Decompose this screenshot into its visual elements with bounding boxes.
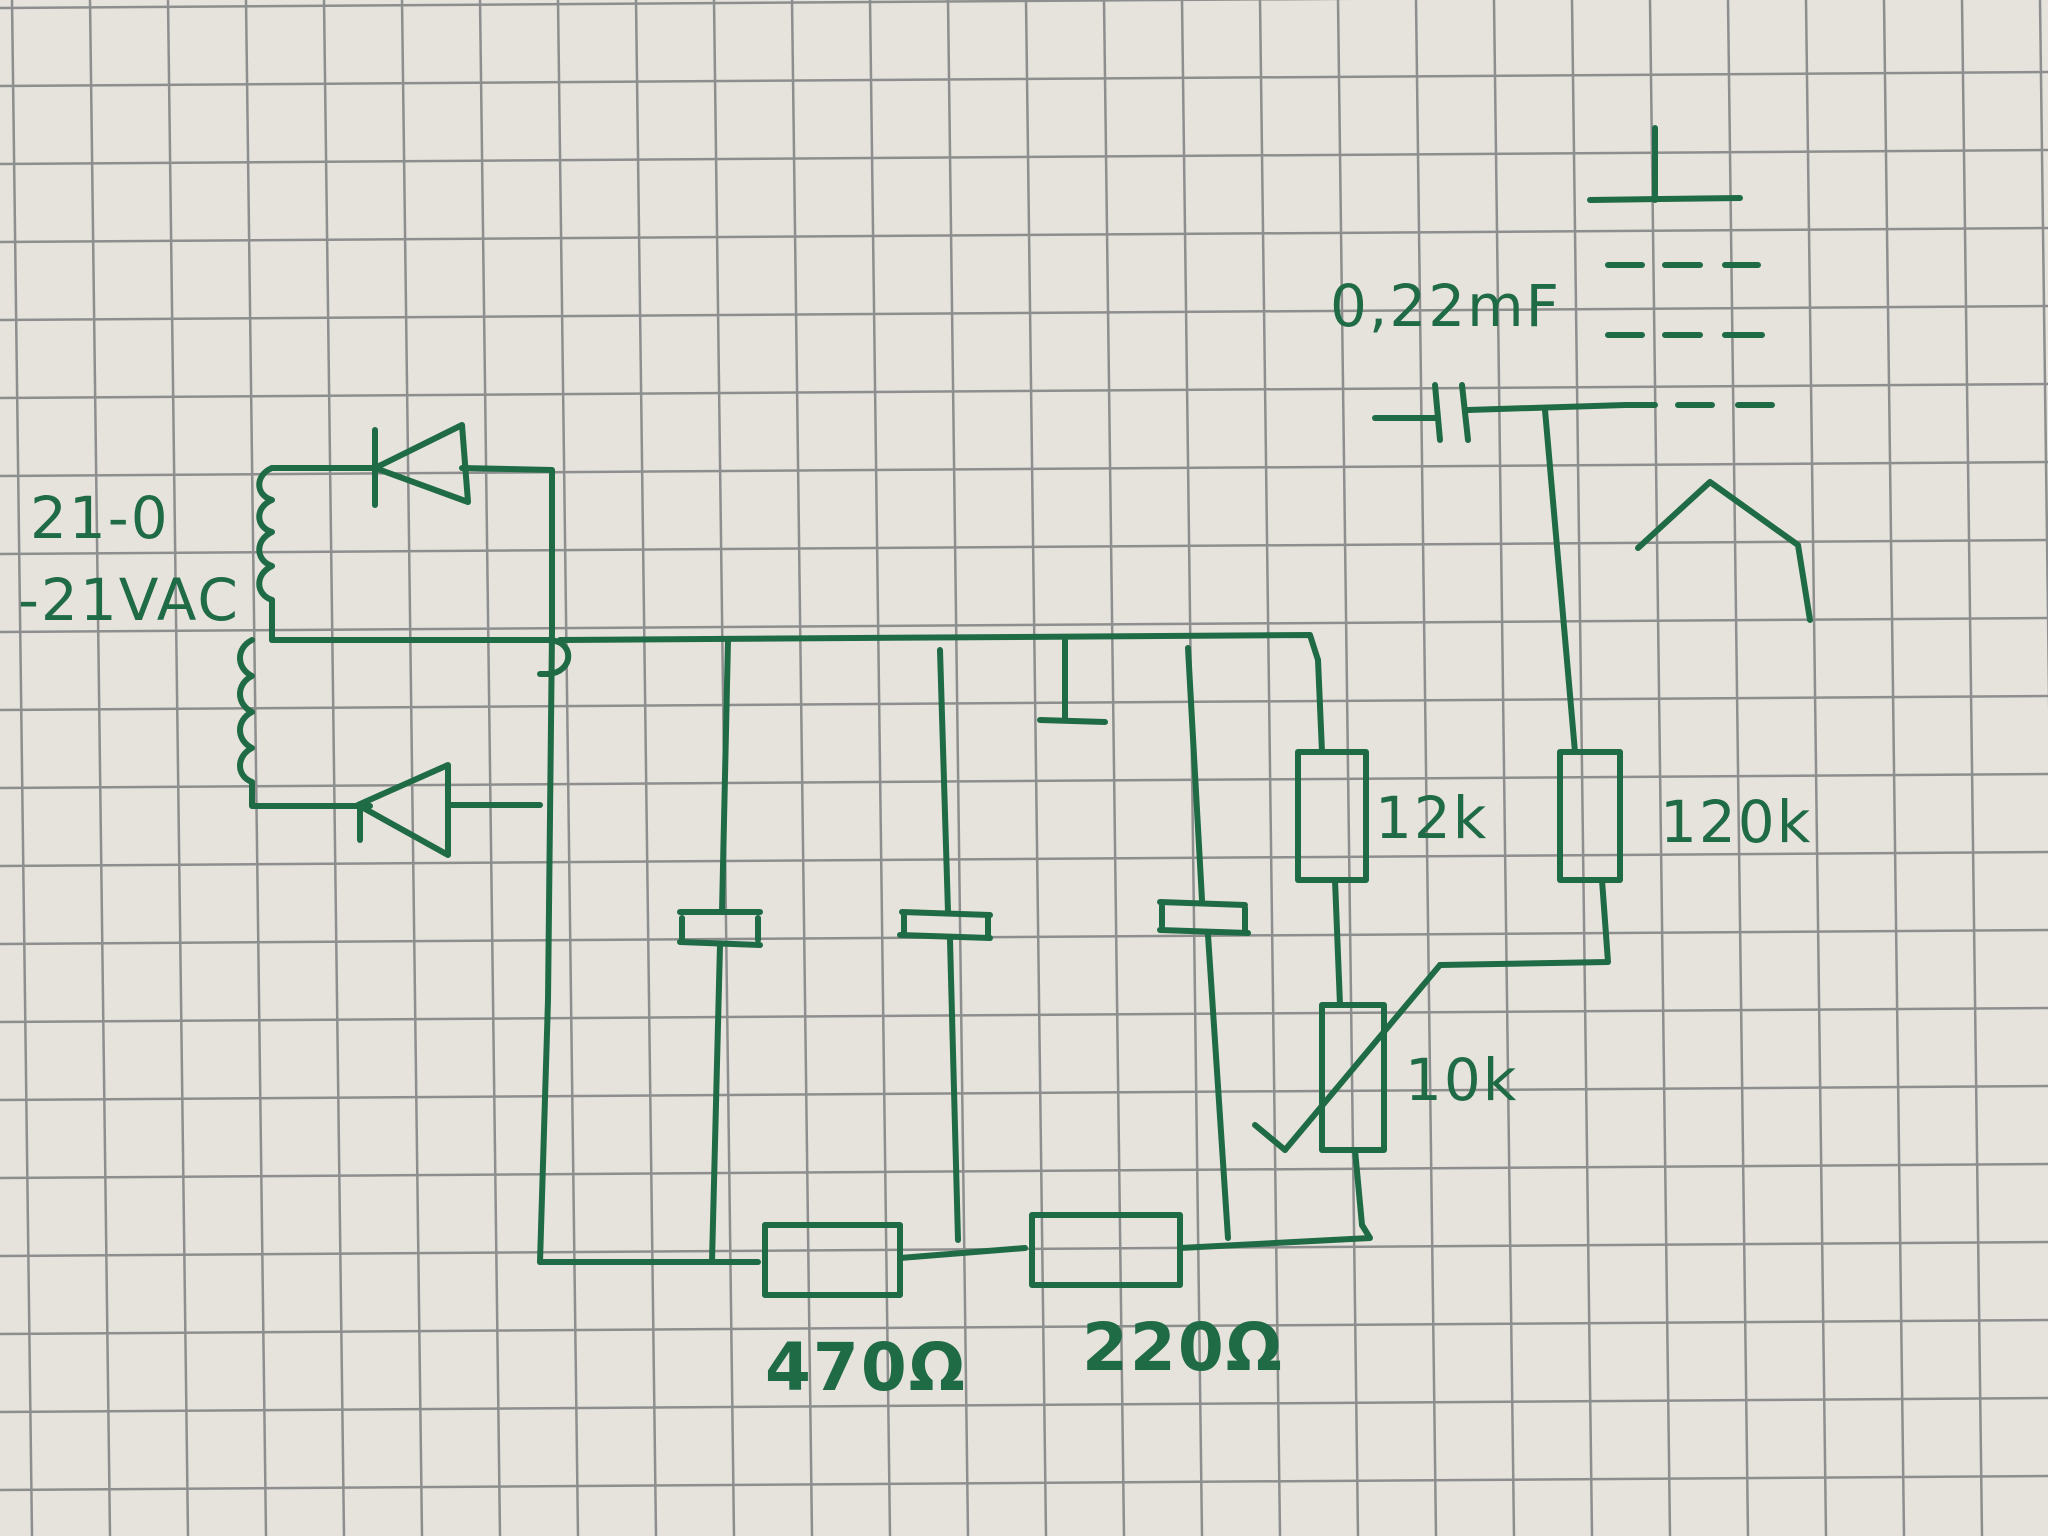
tube-symbol	[1587, 125, 1813, 623]
grid-line-horizontal	[0, 1474, 2048, 1492]
grid-line-vertical	[1336, 0, 1360, 1536]
grid-line-horizontal	[0, 1396, 2048, 1414]
grid-line-horizontal	[0, 1084, 2048, 1102]
grid-line-vertical	[322, 0, 346, 1536]
grid-line-vertical	[88, 0, 112, 1536]
resistor-470-label: 470Ω	[765, 1329, 967, 1406]
resistor-220-label: 220Ω	[1082, 1309, 1284, 1386]
grid-line-vertical	[1024, 0, 1048, 1536]
grid-line-vertical	[1102, 0, 1126, 1536]
upper-diode	[269, 422, 555, 635]
grid-line-horizontal	[0, 148, 2048, 166]
filter-capacitor-3	[1157, 645, 1251, 1241]
grid-line-horizontal	[0, 382, 2048, 400]
grid-line-horizontal	[0, 538, 2048, 556]
grid-line-horizontal	[0, 616, 2048, 634]
wiper-wire	[1437, 877, 1611, 968]
ground-symbol	[1037, 637, 1108, 725]
grid-line-horizontal	[0, 0, 1354, 10]
grid-line-vertical	[1726, 0, 1750, 1536]
filter-capacitor-1	[677, 637, 763, 1265]
grid-line-vertical	[1882, 0, 1906, 1536]
left-vertical-wire	[537, 629, 555, 1265]
grid-line-horizontal	[0, 226, 2048, 244]
grid-line-vertical	[790, 0, 814, 1536]
grid-line-vertical	[1648, 0, 1672, 1536]
grid-line-vertical	[946, 0, 970, 1536]
grid-line-horizontal	[0, 928, 2048, 946]
potentiometer-10k	[1252, 962, 1443, 1228]
grid-line-vertical	[10, 0, 34, 1536]
grid-line-vertical	[1804, 0, 1828, 1536]
resistor-120k	[1542, 407, 1623, 883]
grid-line-vertical	[244, 0, 268, 1536]
grid-line-horizontal	[0, 304, 2048, 322]
grid-line-vertical	[634, 0, 658, 1536]
transformer-voltage-top: 21-0	[30, 484, 170, 552]
grid-line-vertical	[166, 0, 190, 1536]
grid-line-horizontal	[0, 694, 2048, 712]
lower-diode	[355, 762, 543, 858]
grid-line-horizontal	[0, 850, 2048, 868]
grid-line-vertical	[868, 0, 892, 1536]
filter-capacitor-2	[897, 647, 993, 1243]
grid-line-vertical	[1492, 0, 1516, 1536]
grid-line-vertical	[1414, 0, 1438, 1536]
grid-line-vertical	[400, 0, 424, 1536]
grid-line-horizontal	[0, 1318, 2048, 1336]
grid-line-horizontal	[0, 70, 2048, 88]
grid-line-horizontal	[0, 1162, 2048, 1180]
transformer-voltage-bottom: -21VAC	[18, 566, 240, 634]
grid-line-horizontal	[0, 772, 2048, 790]
grid-line-vertical	[2038, 0, 2048, 711]
grid-line-horizontal	[0, 1006, 2048, 1024]
grid-line-vertical	[1570, 0, 1594, 1536]
rail-continue	[557, 632, 1321, 663]
resistor-12k	[1295, 657, 1369, 1008]
grid-line-vertical	[478, 0, 502, 1536]
coupling-capacitor	[1372, 382, 1628, 443]
grid-line-vertical	[556, 0, 580, 1536]
potentiometer-10k-label: 10k	[1405, 1046, 1518, 1114]
coupling-capacitor-label: 0,22mF	[1330, 272, 1561, 340]
circuit-drawing: 21-0 -21VAC 0,22mF 12k 120k 10k 470Ω 220…	[18, 125, 1813, 1406]
grid-line-vertical	[1258, 0, 1282, 1536]
grid-line-vertical	[1960, 0, 1984, 1536]
grid-line-horizontal	[0, 460, 2048, 478]
resistor-12k-label: 12k	[1375, 784, 1488, 852]
resistor-120k-label: 120k	[1660, 788, 1812, 856]
